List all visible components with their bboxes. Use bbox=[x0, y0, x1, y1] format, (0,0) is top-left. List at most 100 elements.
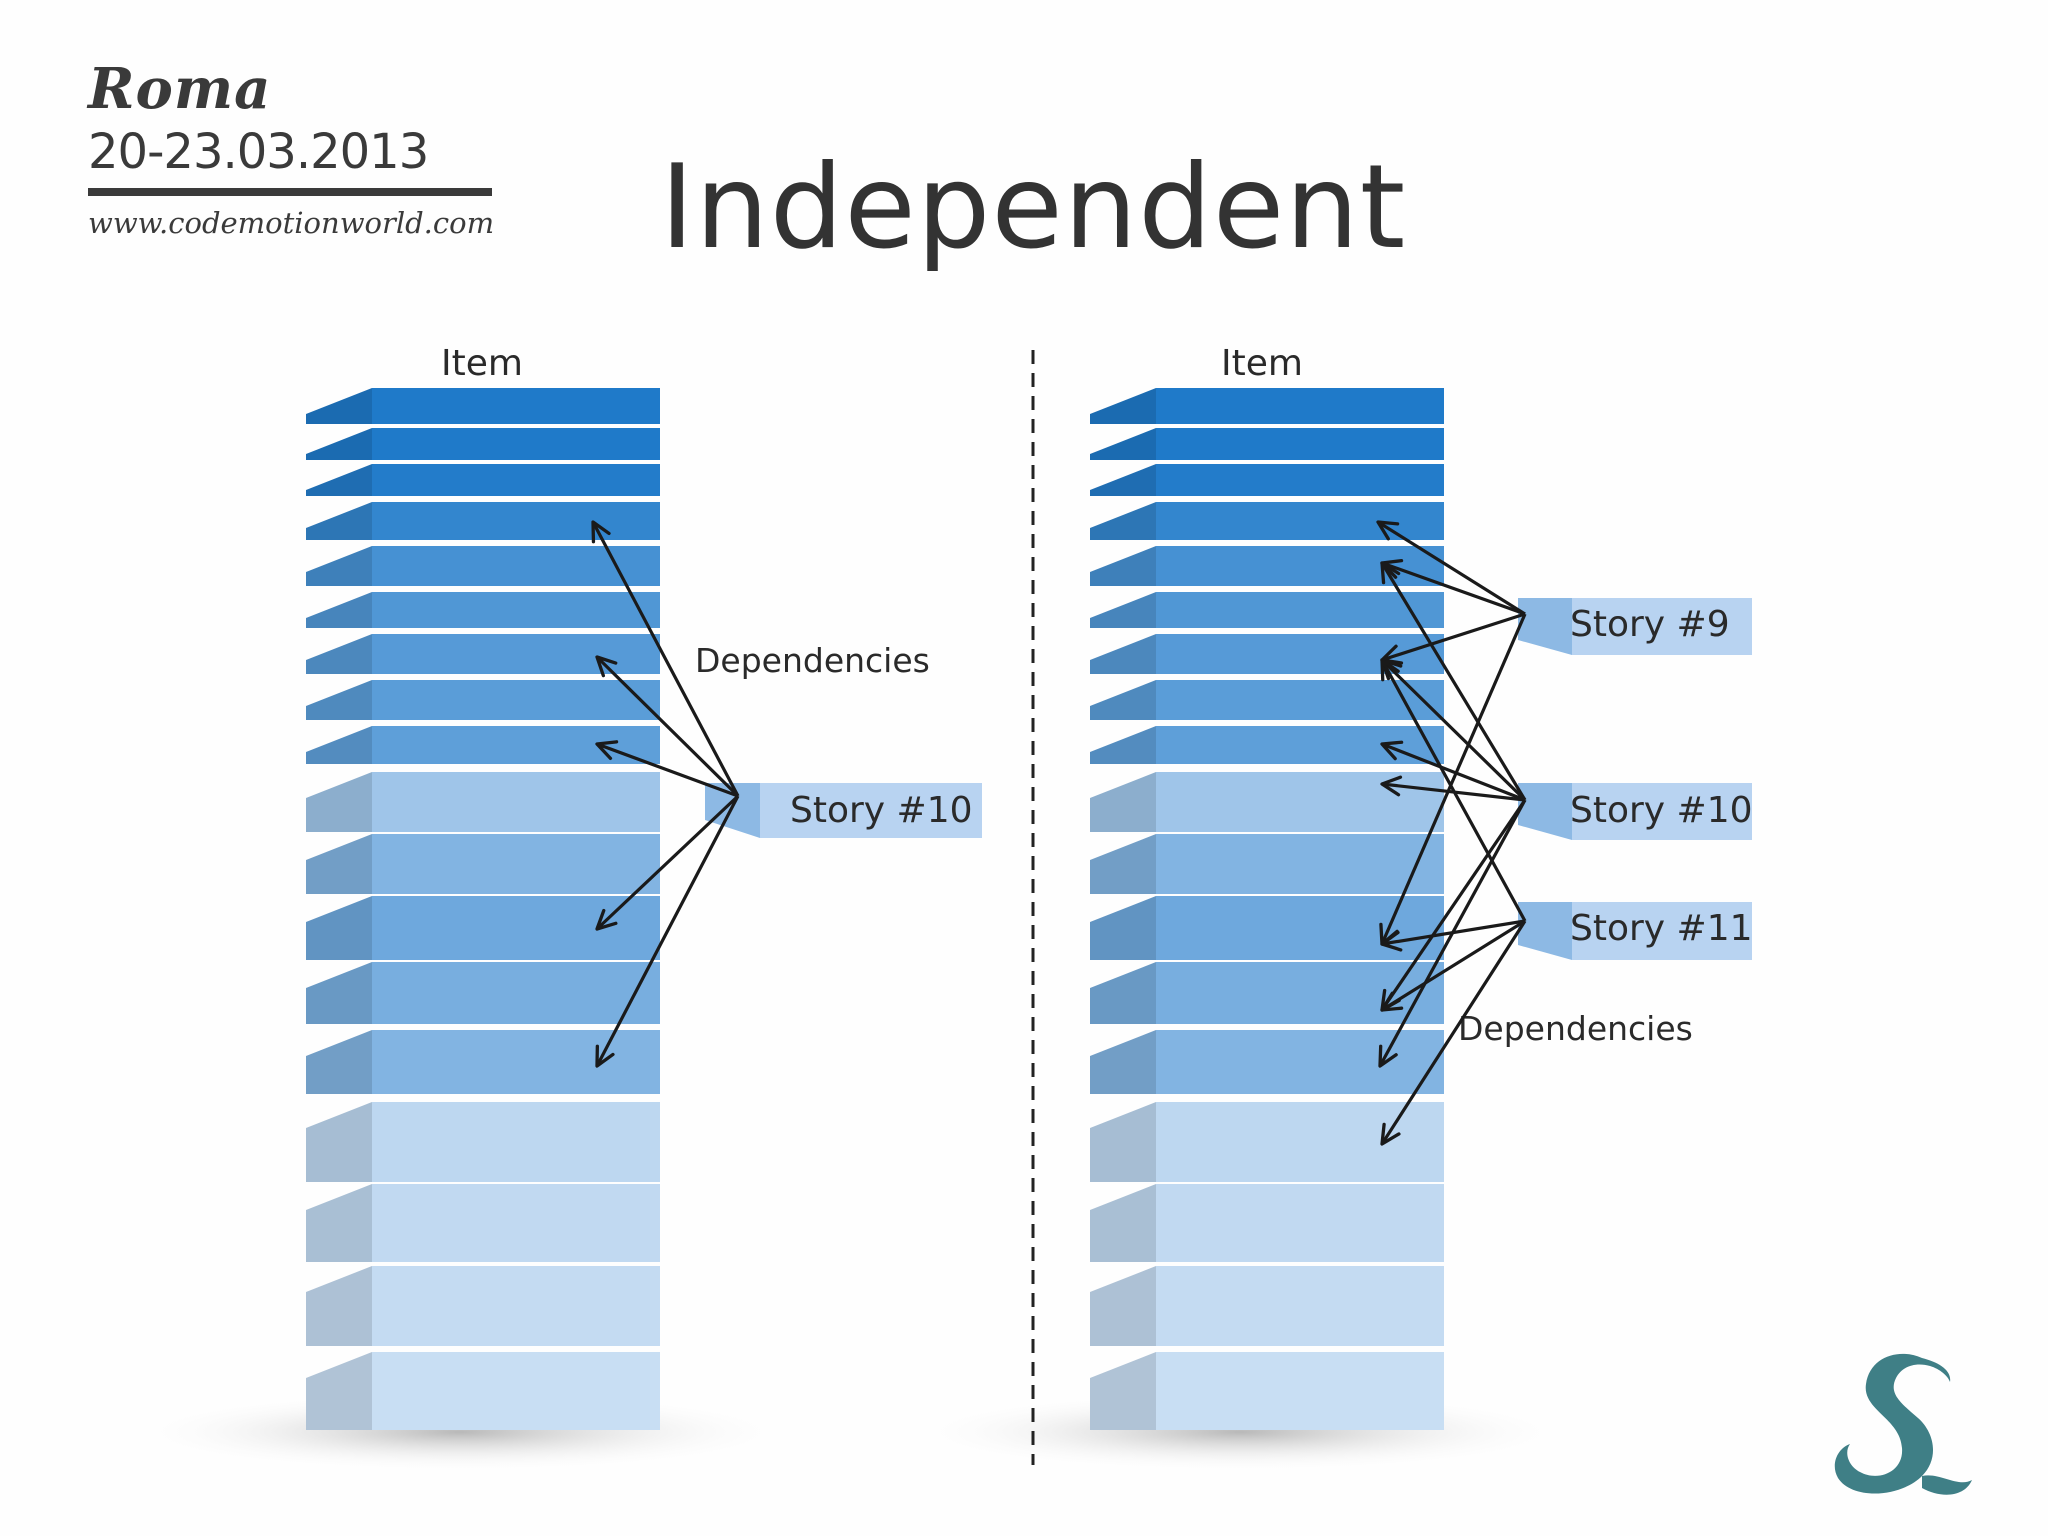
right-dependency-arrows bbox=[1376, 520, 1527, 1146]
stack-slab bbox=[1156, 1352, 1444, 1430]
dependency-arrow bbox=[1380, 658, 1527, 922]
stack-slab-side bbox=[1090, 464, 1156, 496]
stack-slab bbox=[1156, 546, 1444, 586]
stack-slab-side bbox=[306, 772, 372, 832]
stack-slab bbox=[372, 592, 660, 628]
stack-slab-side bbox=[1090, 502, 1156, 540]
stack-slab-side bbox=[306, 1184, 372, 1262]
stack-slab bbox=[372, 1352, 660, 1430]
stack-slab-side bbox=[306, 1030, 372, 1094]
right-story-label-9: Story #9 bbox=[1570, 604, 1730, 645]
stack-slab-side bbox=[306, 546, 372, 586]
stack-slab-side bbox=[1090, 962, 1156, 1024]
stack-slab bbox=[1156, 592, 1444, 628]
dependency-arrow bbox=[595, 655, 740, 798]
stack-slab-side bbox=[1090, 772, 1156, 832]
stack-slab bbox=[1156, 1030, 1444, 1094]
stack-slab-side bbox=[306, 1102, 372, 1182]
dependency-arrow bbox=[595, 795, 740, 1068]
stack-slab-side bbox=[306, 388, 372, 424]
stack-slab bbox=[1156, 428, 1444, 460]
stack-slab-side bbox=[306, 428, 372, 460]
stack-slab bbox=[372, 1102, 660, 1182]
left-item-label: Item bbox=[441, 343, 523, 384]
stack-slab-side bbox=[306, 634, 372, 674]
stack-slab bbox=[1156, 388, 1444, 424]
stack-slab bbox=[372, 464, 660, 496]
stack-slab bbox=[372, 634, 660, 674]
stack-slab bbox=[1156, 1184, 1444, 1262]
stack-slab bbox=[1156, 772, 1444, 832]
stack-slab-side bbox=[306, 464, 372, 496]
stack-slab bbox=[372, 772, 660, 832]
stack-slab-side bbox=[306, 680, 372, 720]
logo-divider bbox=[88, 188, 492, 196]
right-story-card-10: Story #10 bbox=[1518, 783, 1753, 840]
stack-slab-side bbox=[306, 834, 372, 894]
stack-slab bbox=[372, 1266, 660, 1346]
stack-slab-side bbox=[306, 1266, 372, 1346]
dependency-arrow bbox=[1376, 520, 1526, 616]
stack-slab-side bbox=[1090, 726, 1156, 764]
left-item-stack bbox=[306, 388, 660, 1430]
dependency-arrow bbox=[595, 794, 740, 931]
stack-slab bbox=[1156, 962, 1444, 1024]
stack-slab bbox=[1156, 680, 1444, 720]
stack-slab bbox=[372, 834, 660, 894]
stack-slab bbox=[372, 546, 660, 586]
stack-slab-side bbox=[1090, 1352, 1156, 1430]
left-dependencies-label: Dependencies bbox=[695, 641, 930, 680]
dependency-arrow bbox=[1380, 558, 1526, 616]
stack-slab-side bbox=[1090, 1184, 1156, 1262]
stack-slab-side bbox=[306, 962, 372, 1024]
event-dates: 20-23.03.2013 bbox=[88, 124, 429, 180]
stack-slab bbox=[1156, 834, 1444, 894]
dependency-arrow bbox=[1380, 919, 1526, 1012]
stack-slab bbox=[1156, 464, 1444, 496]
stack-slab-side bbox=[1090, 1102, 1156, 1182]
right-item-label: Item bbox=[1221, 343, 1303, 384]
stack-slab-side bbox=[1090, 680, 1156, 720]
dependency-arrow bbox=[1380, 658, 1527, 802]
right-story-card-11: Story #11 bbox=[1518, 902, 1753, 960]
brand-logo-icon bbox=[1834, 1353, 1972, 1495]
stack-slab bbox=[1156, 502, 1444, 540]
left-story-label: Story #10 bbox=[790, 790, 973, 831]
stack-slab-side bbox=[1090, 388, 1156, 424]
event-url: www.codemotionworld.com bbox=[88, 206, 495, 240]
dependency-arrow bbox=[595, 740, 739, 798]
stack-slab bbox=[372, 1184, 660, 1262]
dependency-arrow bbox=[1380, 919, 1526, 952]
right-dependencies-label: Dependencies bbox=[1458, 1009, 1693, 1048]
right-story-label-10: Story #10 bbox=[1570, 790, 1753, 831]
stack-slab bbox=[1156, 896, 1444, 960]
slide-title: Independent bbox=[660, 140, 1407, 275]
stack-slab-side bbox=[1090, 634, 1156, 674]
left-dependency-arrows bbox=[591, 520, 740, 1068]
stack-slab bbox=[372, 1030, 660, 1094]
left-story-card: Story #10 bbox=[705, 783, 982, 838]
stack-slab-side bbox=[1090, 428, 1156, 460]
event-city: Roma bbox=[88, 56, 272, 122]
dependency-arrow bbox=[591, 520, 740, 797]
stack-slab bbox=[372, 962, 660, 1024]
dependency-arrow bbox=[1379, 613, 1527, 946]
dependency-arrow bbox=[1380, 740, 1526, 802]
stack-slab-side bbox=[306, 726, 372, 764]
right-story-card-9: Story #9 bbox=[1518, 598, 1752, 655]
dependency-arrow bbox=[1380, 561, 1527, 801]
stack-slab-side bbox=[1090, 1266, 1156, 1346]
stack-slab-side bbox=[1090, 1030, 1156, 1094]
stack-slab bbox=[1156, 1266, 1444, 1346]
stack-slab-side bbox=[306, 502, 372, 540]
stack-slab-side bbox=[306, 1352, 372, 1430]
dependency-arrow bbox=[1380, 612, 1526, 665]
stack-slab bbox=[372, 428, 660, 460]
stack-slab bbox=[372, 680, 660, 720]
stack-slab-side bbox=[1090, 896, 1156, 960]
stack-slab bbox=[1156, 726, 1444, 764]
stack-slab bbox=[372, 388, 660, 424]
stack-slab-side bbox=[1090, 592, 1156, 628]
stack-slab bbox=[372, 726, 660, 764]
